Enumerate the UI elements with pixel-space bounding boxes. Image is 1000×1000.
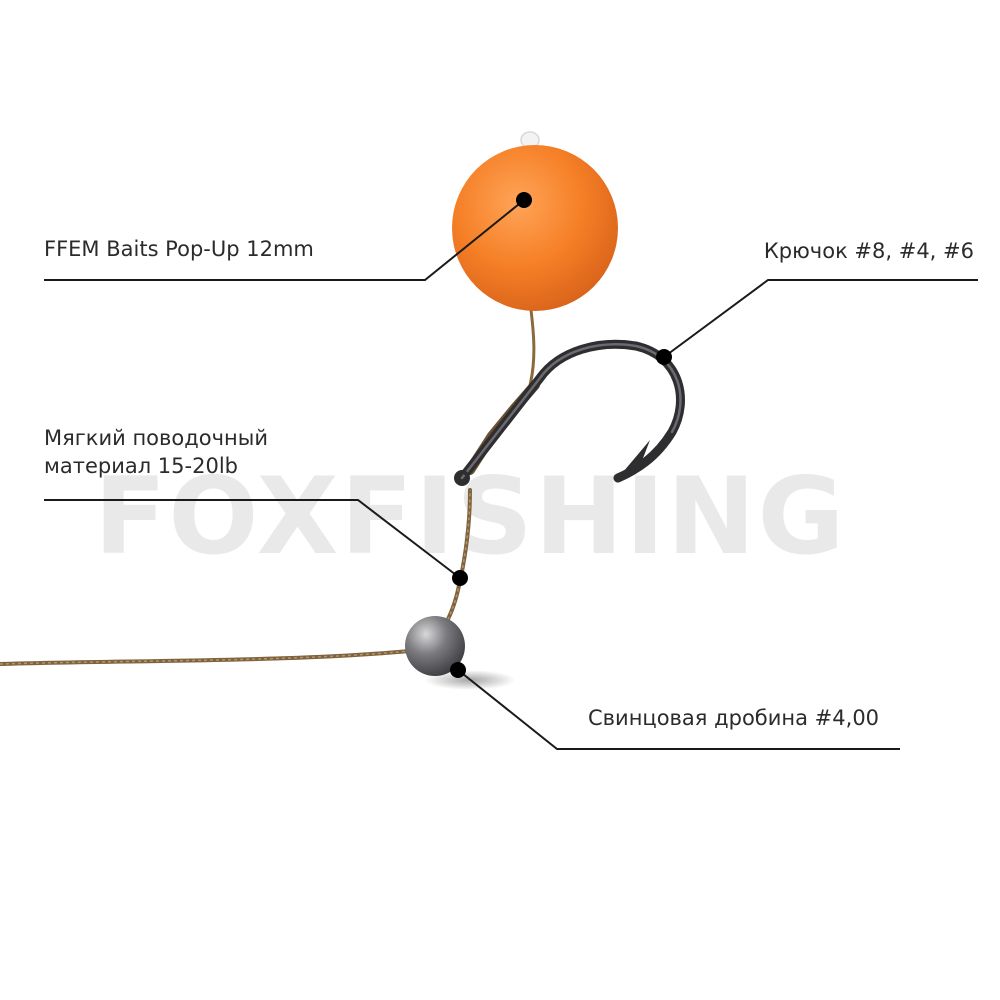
- popup-label: FFEM Baits Pop-Up 12mm: [44, 237, 314, 261]
- marker-shot: [450, 662, 466, 678]
- pop-up-bait-icon: [452, 131, 618, 311]
- leader-hook: [663, 279, 978, 358]
- leader-popup: [44, 199, 525, 281]
- hook-icon: [454, 339, 685, 486]
- hook-label: Крючок #8, #4, #6: [763, 239, 974, 263]
- marker-hook: [656, 349, 672, 365]
- marker-popup: [516, 192, 532, 208]
- lead-shot-label: Свинцовая дробина #4,00: [588, 706, 880, 730]
- leader-material-line1: Мягкий поводочный: [44, 426, 268, 450]
- leader-material-line2: материал 15-20lb: [44, 454, 238, 478]
- leader-shot: [457, 669, 900, 750]
- leader-line: [44, 499, 461, 579]
- marker-line: [452, 570, 468, 586]
- lead-shot-icon: [405, 616, 516, 690]
- leader-lines: [44, 199, 978, 750]
- leader-material-label: Мягкий поводочный материал 15-20lb: [44, 424, 268, 480]
